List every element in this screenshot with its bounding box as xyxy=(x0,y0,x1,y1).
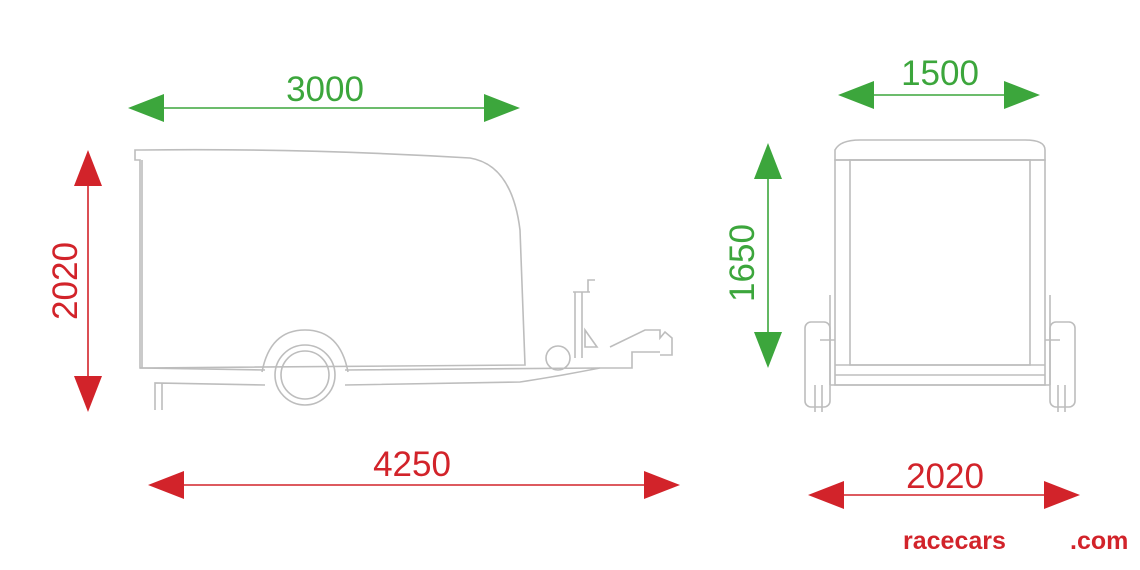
arrowhead xyxy=(1004,81,1040,109)
arrowhead xyxy=(838,81,874,109)
dim-body-height-front: 1650 xyxy=(723,224,762,302)
arrowhead xyxy=(74,150,102,186)
arrowhead xyxy=(128,94,164,122)
arrowhead xyxy=(754,143,782,179)
side-view-trailer xyxy=(134,148,673,410)
arrowhead xyxy=(1044,481,1080,509)
right-wheel xyxy=(1049,321,1076,408)
arrowhead xyxy=(644,471,680,499)
dim-body-length: 3000 xyxy=(286,70,364,109)
watermark-com: .com xyxy=(1070,527,1128,555)
arrow-total-length xyxy=(148,471,680,499)
arrowhead xyxy=(754,332,782,368)
arrowhead xyxy=(484,94,520,122)
arrowhead xyxy=(148,471,184,499)
arrow-height-side xyxy=(74,150,102,412)
wheel xyxy=(274,344,336,406)
arrowhead xyxy=(74,376,102,412)
watermark-racecars: racecars xyxy=(903,527,1006,555)
dim-height-side: 2020 xyxy=(46,242,85,320)
front-view-trailer xyxy=(804,139,1076,412)
arrow-total-width xyxy=(808,481,1080,509)
arrow-body-width xyxy=(838,81,1040,109)
arrow-body-length xyxy=(128,94,520,122)
arrow-body-height-front xyxy=(754,143,782,368)
left-wheel xyxy=(804,321,831,408)
dim-total-width: 2020 xyxy=(906,457,984,496)
dim-total-length: 4250 xyxy=(373,445,451,484)
dim-body-width: 1500 xyxy=(901,54,979,93)
arrowhead xyxy=(808,481,844,509)
